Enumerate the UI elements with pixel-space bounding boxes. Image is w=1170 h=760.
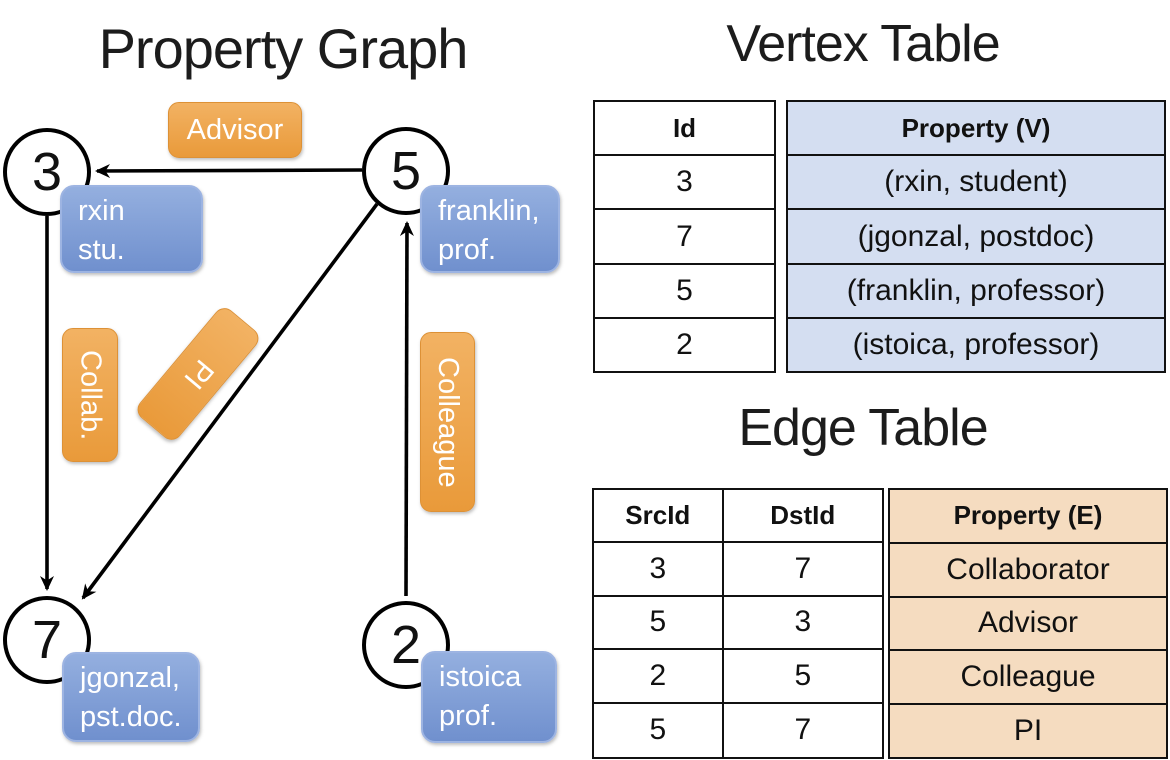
- edge-label-collab-text: Collab.: [74, 349, 107, 441]
- vertex-table-property-cell: (istoica, professor): [788, 318, 1164, 372]
- graph-node-2: 2: [362, 601, 450, 689]
- vertex-label-istoica-line2: prof.: [439, 700, 498, 732]
- graph-edges-layer: [40, 163, 414, 600]
- vertex-table-title: Vertex Table: [726, 15, 1000, 73]
- edge-table-header-dstid: DstId: [723, 490, 882, 544]
- vertex-label-rxin-line1: rxin: [78, 195, 125, 227]
- node-7-id: 7: [31, 610, 63, 670]
- edge-table-property-cell: Collaborator: [890, 543, 1166, 598]
- edge-label-collab: Collab.: [62, 328, 118, 462]
- vertex-label-franklin-line2: prof.: [438, 234, 497, 266]
- vertex-label-jgonzal-line2: pst.doc.: [80, 701, 182, 733]
- edge-advisor-5-to-3: [95, 163, 363, 178]
- edge-table-src-cell: 2: [594, 650, 724, 704]
- edge-label-advisor: Advisor: [168, 102, 302, 158]
- vertex-label-jgonzal: jgonzal, pst.doc.: [62, 652, 200, 742]
- node-2-id: 2: [390, 615, 422, 675]
- vertex-label-franklin-line1: franklin,: [438, 195, 540, 227]
- vertex-table-property-cell: (jgonzal, postdoc): [788, 210, 1164, 265]
- edge-table-property-column: Property (E) Collaborator Advisor Collea…: [888, 488, 1168, 759]
- vertex-table-property-cell: (rxin, student): [788, 156, 1164, 211]
- edge-colleague-2-to-5: [399, 221, 414, 597]
- vertex-table-property-column: Property (V) (rxin, student) (jgonzal, p…: [786, 100, 1166, 373]
- vertex-table-header-id: Id: [595, 102, 774, 157]
- vertex-label-franklin: franklin, prof.: [420, 185, 560, 273]
- edge-label-colleague-text: Colleague: [432, 356, 464, 488]
- edge-label-colleague: Colleague: [420, 332, 475, 512]
- vertex-label-istoica-line1: istoica: [439, 661, 522, 693]
- vertex-label-rxin: rxin stu.: [60, 185, 203, 273]
- edge-pi-5-to-7: [81, 202, 379, 600]
- graph-node-5: 5: [362, 127, 450, 215]
- edge-table-dst-cell: 3: [723, 597, 882, 651]
- property-graph-title: Property Graph: [98, 17, 469, 80]
- vertex-label-rxin-line2: stu.: [78, 234, 125, 266]
- edge-table-property-cell: PI: [890, 705, 1166, 757]
- node-5-id: 5: [390, 141, 422, 201]
- vertex-table-id-cell: 3: [595, 156, 774, 211]
- edge-table-header-property: Property (E): [890, 490, 1166, 544]
- edge-table-src-cell: 5: [594, 596, 724, 651]
- edge-table-dst-cell: 7: [723, 543, 882, 597]
- edge-table-dst-cell: 5: [723, 650, 882, 704]
- edge-table-dst-cell: 7: [794, 713, 812, 747]
- vertex-label-jgonzal-line1: jgonzal,: [80, 662, 180, 694]
- vertex-table-id-cell: 7: [595, 210, 774, 265]
- vertex-table-id-cell: 5: [595, 265, 774, 319]
- node-3-id: 3: [31, 142, 63, 202]
- vertex-table-id-cell: 2: [676, 327, 693, 361]
- edge-table-src-cell: 5: [594, 703, 724, 757]
- vertex-table-header-property: Property (V): [788, 102, 1164, 157]
- edge-table-property-cell: Colleague: [890, 651, 1166, 706]
- edge-table-title: Edge Table: [738, 399, 988, 457]
- vertex-table-property-cell: (franklin, professor): [788, 264, 1164, 319]
- edge-table-property-cell: Advisor: [890, 597, 1166, 652]
- edge-label-pi-text: PI: [177, 353, 220, 396]
- edge-table-src-cell: 3: [594, 543, 724, 597]
- vertex-label-istoica: istoica prof.: [421, 651, 557, 743]
- edge-table-header-srcid: SrcId: [594, 490, 724, 544]
- vertex-table-id-column: Id 3 7 5 2: [593, 100, 776, 373]
- edge-label-advisor-text: Advisor: [186, 113, 284, 146]
- edge-table-id-columns: SrcId DstId 3 7 5 3 2 5 5 7: [592, 488, 884, 759]
